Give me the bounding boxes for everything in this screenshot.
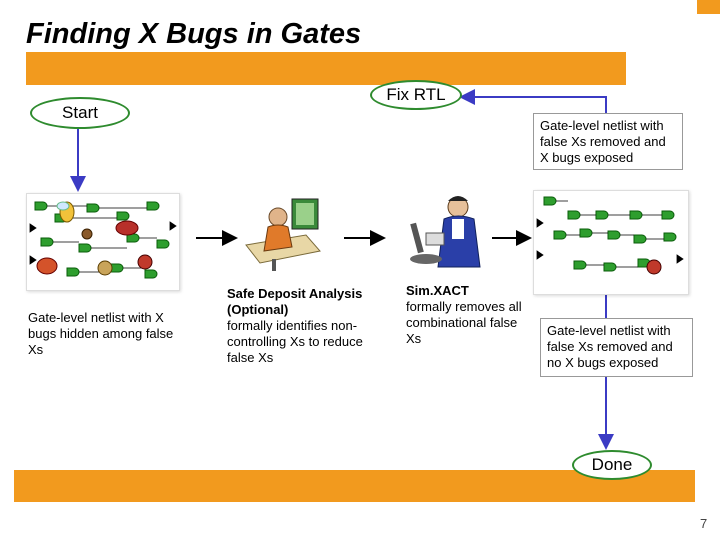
no-bugs-netlist-box: Gate-level netlist with false Xs removed…: [540, 318, 693, 377]
hidden-bugs-caption: Gate-level netlist with X bugs hidden am…: [28, 310, 174, 357]
page-number: 7: [700, 516, 708, 531]
simxact-description: formally removes all combinational false…: [406, 299, 522, 346]
slide-title: Finding X Bugs in Gates: [26, 18, 362, 50]
scientist-with-microscope-icon: [404, 193, 490, 273]
safe-deposit-title: Safe Deposit Analysis (Optional): [227, 286, 363, 317]
simxact-title: Sim.XACT: [406, 283, 469, 298]
exposed-netlist-box: Gate-level netlist with false Xs removed…: [533, 113, 683, 170]
netlist-with-one-bug-icon: [533, 190, 689, 295]
done-node: Done: [572, 450, 652, 480]
footer-accent-bar: [14, 470, 695, 502]
corner-accent: [697, 0, 720, 14]
netlist-with-bugs-icon: [26, 193, 180, 291]
person-at-drafting-table-icon: [242, 193, 330, 273]
title-accent-bar: [26, 52, 626, 85]
safe-deposit-caption: Safe Deposit Analysis (Optional) formall…: [227, 286, 387, 366]
fix-rtl-node: Fix RTL: [370, 80, 462, 110]
start-node: Start: [30, 97, 130, 129]
simxact-caption: Sim.XACT formally removes all combinatio…: [406, 283, 524, 347]
safe-deposit-description: formally identifies non-controlling Xs t…: [227, 318, 363, 365]
